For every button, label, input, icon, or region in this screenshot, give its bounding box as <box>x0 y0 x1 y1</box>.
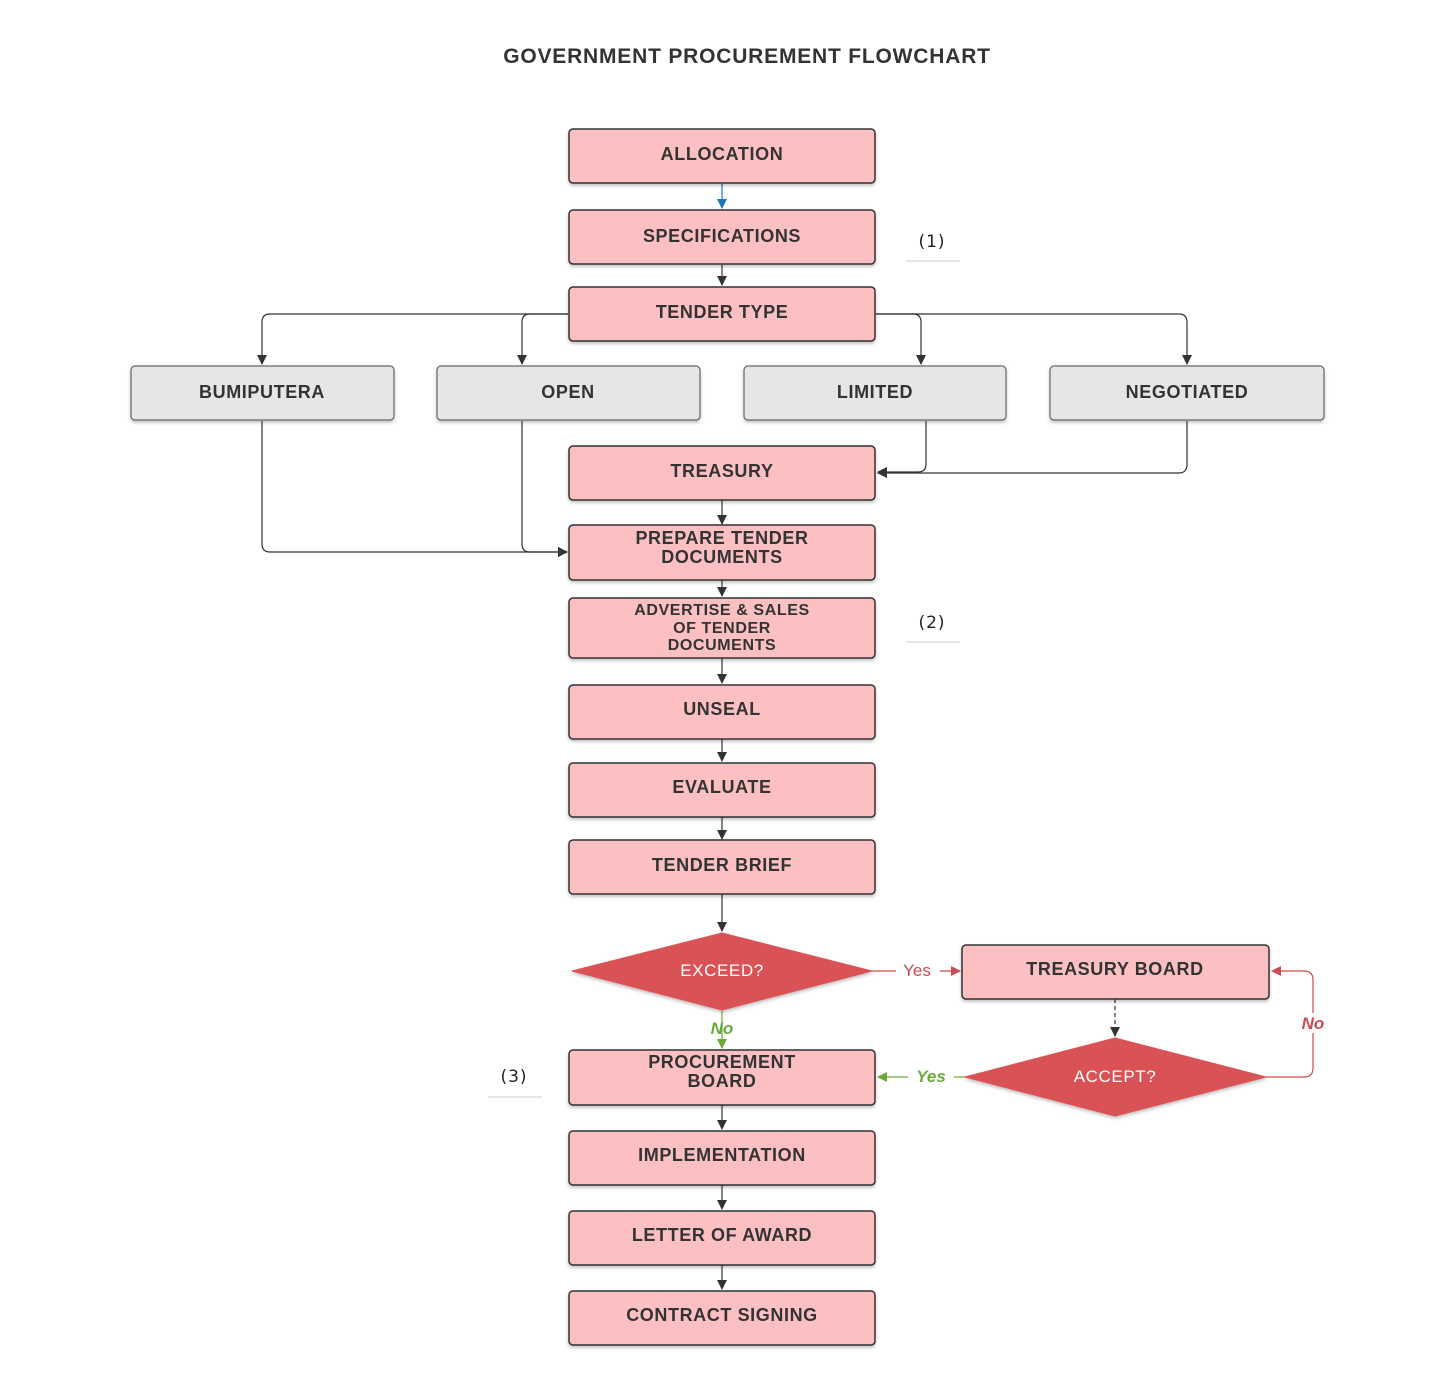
node-label: BUMIPUTERA <box>199 382 325 402</box>
node-label: CONTRACT SIGNING <box>626 1305 818 1325</box>
node-treasury[interactable]: TREASURY <box>568 445 876 501</box>
note-label: (1) <box>918 232 945 252</box>
node-evaluate[interactable]: EVALUATE <box>568 762 876 818</box>
node-label-line1: ADVERTISE & SALES <box>634 602 810 619</box>
node-label: LIMITED <box>837 382 913 402</box>
node-prepare-tender-documents[interactable]: PREPARE TENDER DOCUMENTS <box>568 524 876 581</box>
edge-limited-treasury <box>877 421 927 477</box>
node-label: LETTER OF AWARD <box>632 1225 812 1245</box>
node-tender-brief[interactable]: TENDER BRIEF <box>568 839 876 895</box>
node-procurement-board[interactable]: PROCUREMENT BOARD <box>568 1049 876 1106</box>
node-label: ALLOCATION <box>661 144 784 164</box>
edge-tendertype-negotiated <box>876 313 1192 365</box>
note-label: (2) <box>918 613 945 633</box>
note-3: (3) <box>488 1067 542 1098</box>
node-label: SPECIFICATIONS <box>643 226 801 246</box>
node-label: TENDER TYPE <box>656 302 789 322</box>
node-label: TENDER BRIEF <box>652 855 792 875</box>
note-1: (1) <box>906 232 960 262</box>
edge-tendertype-open <box>517 313 568 365</box>
edge-tendertype-bumiputera <box>257 313 568 365</box>
exceed-yes-label: Yes <box>903 961 931 980</box>
node-label: EVALUATE <box>672 777 771 797</box>
node-contract-signing[interactable]: CONTRACT SIGNING <box>568 1290 876 1346</box>
node-unseal[interactable]: UNSEAL <box>568 684 876 740</box>
accept-no-label: No <box>1302 1014 1325 1033</box>
node-open[interactable]: OPEN <box>436 365 701 421</box>
node-label: IMPLEMENTATION <box>638 1145 806 1165</box>
node-implementation[interactable]: IMPLEMENTATION <box>568 1130 876 1186</box>
node-allocation[interactable]: ALLOCATION <box>568 128 876 184</box>
node-label: UNSEAL <box>683 699 761 719</box>
node-treasury-board[interactable]: TREASURY BOARD <box>961 944 1270 1000</box>
edge-negotiated-treasury <box>877 421 1188 478</box>
node-accept-decision[interactable]: ACCEPT? <box>964 1037 1267 1117</box>
edge-label-bg <box>908 1066 954 1086</box>
node-label: ACCEPT? <box>1074 1067 1157 1086</box>
node-bumiputera[interactable]: BUMIPUTERA <box>130 365 395 421</box>
edge-tendertype-limited <box>876 313 926 365</box>
node-label-line3: DOCUMENTS <box>668 637 777 654</box>
note-2: (2) <box>906 613 960 643</box>
diagram-title: GOVERNMENT PROCUREMENT FLOWCHART <box>503 45 991 68</box>
node-label: OPEN <box>541 382 594 402</box>
node-limited[interactable]: LIMITED <box>743 365 1007 421</box>
edge-label-bg <box>1294 1013 1334 1033</box>
node-label-line1: PREPARE TENDER <box>635 528 808 548</box>
node-label: TREASURY BOARD <box>1026 959 1203 979</box>
node-label: EXCEED? <box>680 961 764 980</box>
node-label-line1: PROCUREMENT <box>648 1052 796 1072</box>
exceed-no-label: No <box>711 1019 734 1038</box>
note-label: (3) <box>500 1067 527 1087</box>
node-letter-of-award[interactable]: LETTER OF AWARD <box>568 1210 876 1266</box>
node-negotiated[interactable]: NEGOTIATED <box>1049 365 1325 421</box>
edge-open-prepare <box>521 421 568 557</box>
node-label-line2: DOCUMENTS <box>661 547 782 567</box>
node-label: NEGOTIATED <box>1126 382 1249 402</box>
edge-bumiputera-prepare <box>261 421 568 557</box>
node-label-line2: BOARD <box>688 1071 757 1091</box>
node-exceed-decision[interactable]: EXCEED? <box>571 932 873 1011</box>
node-tender-type[interactable]: TENDER TYPE <box>568 286 876 342</box>
node-advertise-sales[interactable]: ADVERTISE & SALES OF TENDER DOCUMENTS <box>568 597 876 659</box>
node-label-line2: OF TENDER <box>673 620 771 637</box>
node-label: TREASURY <box>670 461 773 481</box>
edge-label-bg <box>896 960 940 980</box>
accept-yes-label: Yes <box>916 1067 946 1086</box>
node-specifications[interactable]: SPECIFICATIONS <box>568 209 876 265</box>
edges <box>257 184 1314 1290</box>
